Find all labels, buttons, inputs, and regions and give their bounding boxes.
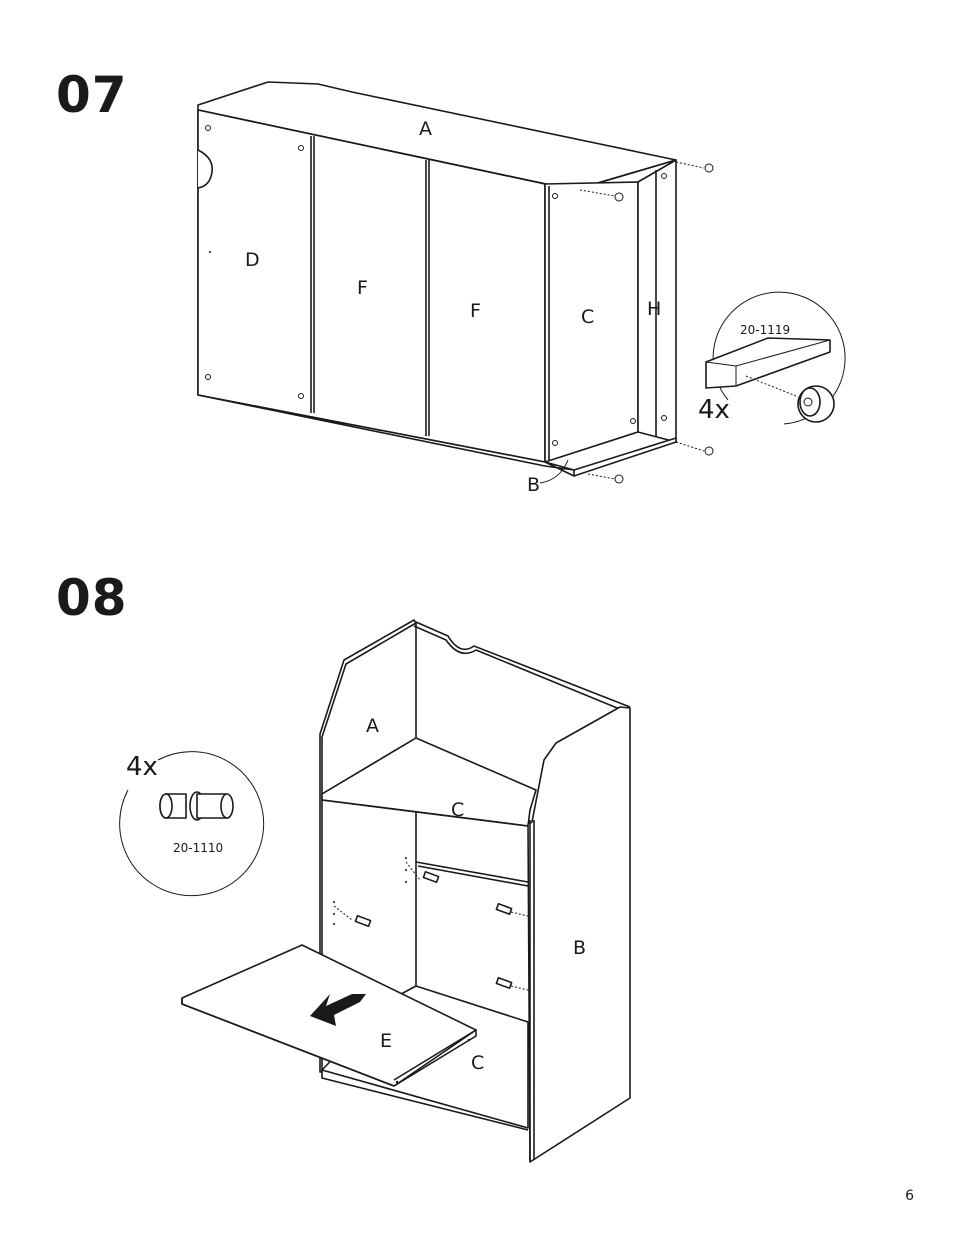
label-b: B <box>573 937 586 959</box>
label-d: D <box>245 249 260 271</box>
label-c: C <box>451 799 464 821</box>
label-f: F <box>357 277 368 299</box>
step-07-illustration <box>198 82 713 483</box>
step-08-illustration <box>182 620 630 1162</box>
part-number-20-1110: 20-1110 <box>173 841 223 855</box>
label-b: B <box>527 474 540 496</box>
label-c: C <box>581 306 594 328</box>
quantity-4x: 4x <box>126 752 158 782</box>
label-c: C <box>471 1052 484 1074</box>
part-number-20-1119: 20-1119 <box>740 323 790 337</box>
page-number: 6 <box>905 1188 914 1204</box>
label-e: E <box>380 1030 392 1052</box>
label-h: H <box>647 298 661 320</box>
label-a: A <box>419 118 432 140</box>
label-a: A <box>366 715 379 737</box>
quantity-4x: 4x <box>698 395 730 425</box>
label-f: F <box>470 300 481 322</box>
